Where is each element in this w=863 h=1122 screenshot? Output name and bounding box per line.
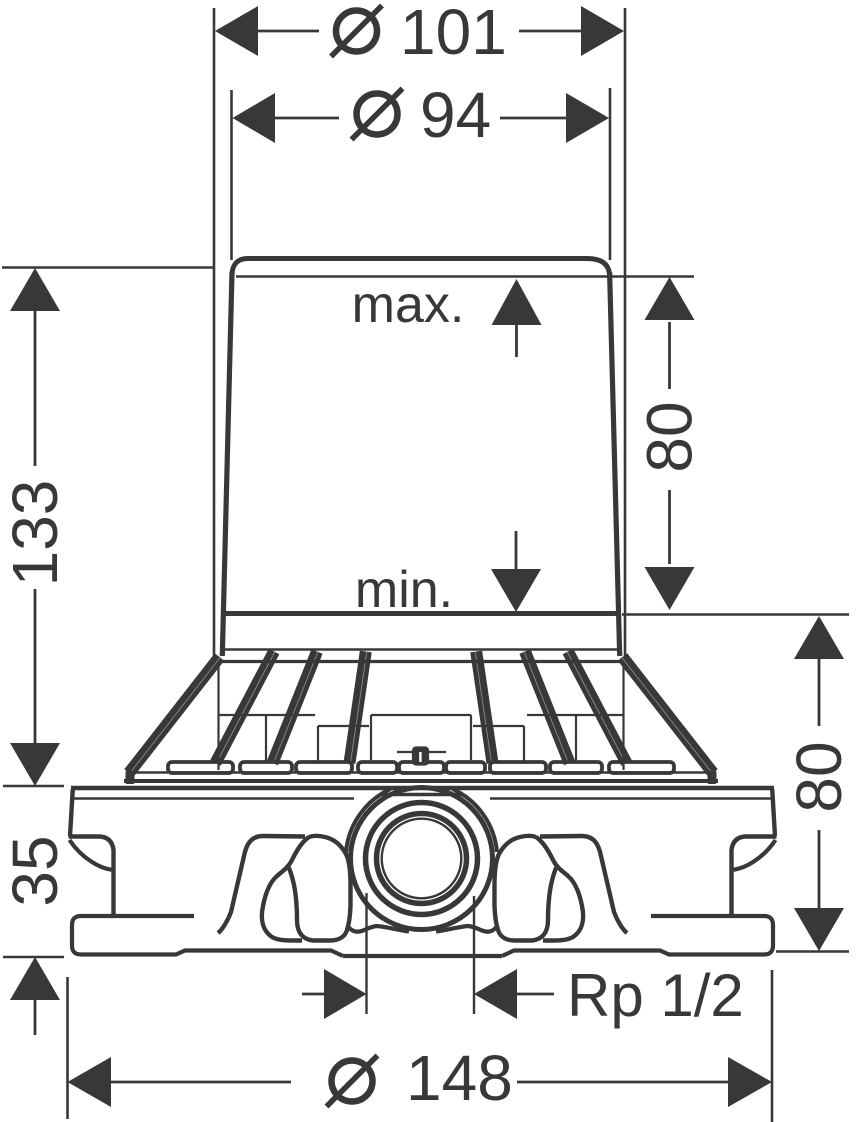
- svg-text:Rp 1/2: Rp 1/2: [567, 962, 744, 1029]
- svg-text:94: 94: [420, 79, 491, 151]
- svg-text:101: 101: [400, 0, 507, 68]
- svg-text:max.: max.: [352, 276, 465, 334]
- svg-text:80: 80: [783, 741, 855, 812]
- svg-text:148: 148: [406, 1042, 513, 1114]
- svg-text:133: 133: [0, 480, 71, 587]
- svg-text:min.: min.: [355, 561, 453, 619]
- svg-text:35: 35: [0, 835, 71, 906]
- svg-text:80: 80: [634, 401, 706, 472]
